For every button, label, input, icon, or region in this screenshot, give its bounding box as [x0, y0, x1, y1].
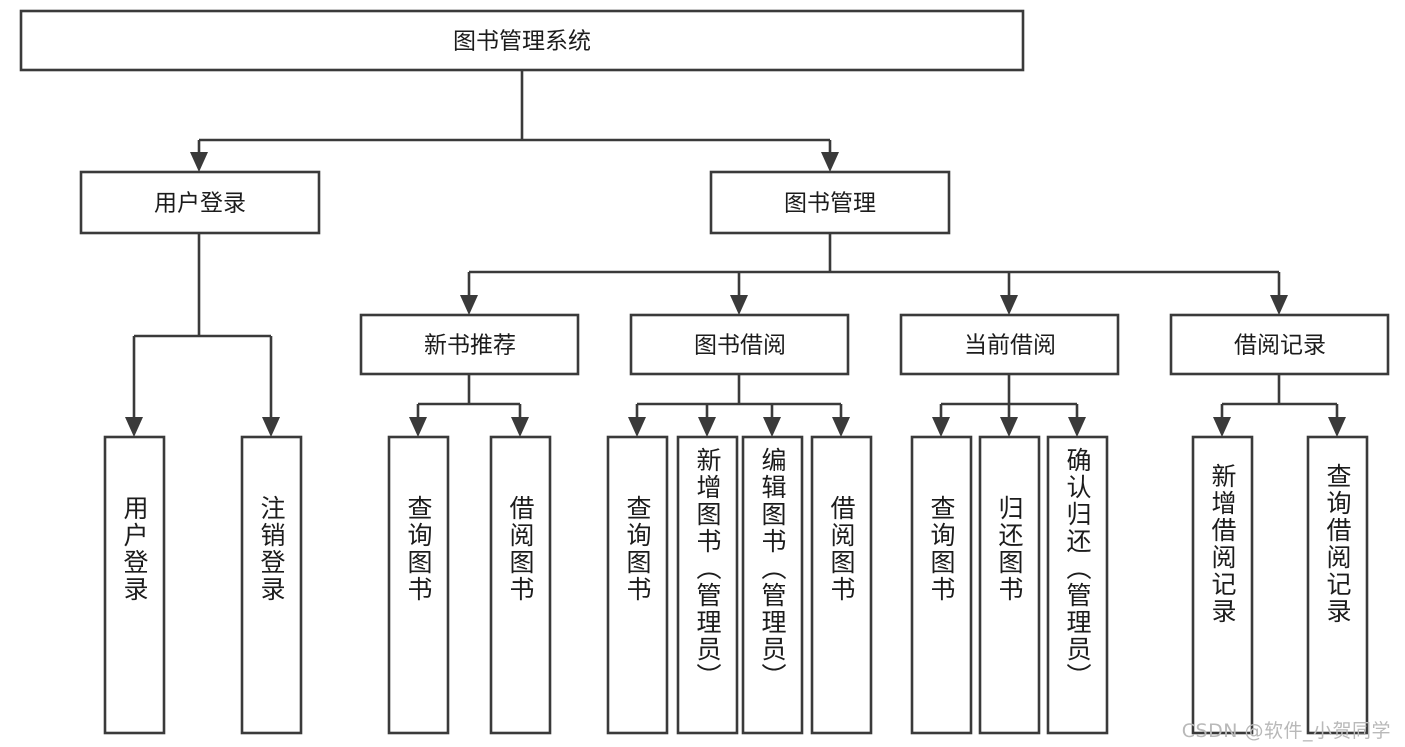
connector-group-book-borrow	[628, 374, 850, 437]
leaf-box-book-borrow-4[interactable]	[810, 435, 873, 735]
arrow-userlogin-leaf-1	[125, 417, 143, 437]
node-book-borrow-box	[629, 313, 850, 376]
arrow-borrowrecord-leaf-2	[1328, 417, 1346, 437]
arrow-bookmanage-to-record	[1270, 295, 1288, 315]
connector-group-root	[190, 70, 839, 172]
leaf-box-current-borrow-3[interactable]	[1046, 435, 1109, 735]
connector-group-current-borrow	[932, 374, 1086, 437]
connector-group-borrow-record	[1213, 374, 1346, 437]
node-book-manage[interactable]: 图书管理	[709, 170, 951, 235]
node-user-login-box	[79, 170, 321, 235]
arrow-newbook-leaf-2	[511, 417, 529, 437]
node-new-book-recommend-label: 新书推荐	[424, 333, 516, 359]
node-borrow-record-box	[1169, 313, 1390, 376]
leaf-box-borrow-record-1[interactable]	[1191, 435, 1254, 735]
node-new-book-recommend[interactable]: 新书推荐	[359, 313, 580, 376]
node-book-manage-label: 图书管理	[784, 191, 876, 217]
arrow-newbook-leaf-1	[409, 417, 427, 437]
node-book-borrow-label: 图书借阅	[694, 333, 786, 359]
node-current-borrow[interactable]: 当前借阅	[899, 313, 1120, 376]
node-current-borrow-box	[899, 313, 1120, 376]
node-book-borrow[interactable]: 图书借阅	[629, 313, 850, 376]
leaf-box-book-borrow-3[interactable]	[741, 435, 804, 735]
leaf-box-new-book-1[interactable]	[387, 435, 450, 735]
leaf-box-book-borrow-2[interactable]	[676, 435, 739, 735]
arrow-root-to-user-login	[190, 152, 208, 172]
node-root-system-box	[19, 9, 1025, 72]
connector-group-user-login	[125, 233, 280, 437]
leaf-boxes-user-login	[103, 435, 303, 735]
arrow-root-to-book-manage	[821, 152, 839, 172]
leaf-box-current-borrow-1[interactable]	[910, 435, 973, 735]
arrow-bookborrow-leaf-1	[628, 417, 646, 437]
leaf-box-user-login-1[interactable]	[103, 435, 166, 735]
arrow-bookborrow-leaf-3	[763, 417, 781, 437]
node-user-login[interactable]: 用户登录	[79, 170, 321, 235]
node-borrow-record-label: 借阅记录	[1234, 333, 1326, 359]
arrow-bookborrow-leaf-4	[832, 417, 850, 437]
node-user-login-label: 用户登录	[154, 191, 246, 217]
leaf-boxes-borrow-record	[1191, 435, 1369, 735]
leaf-box-borrow-record-2[interactable]	[1306, 435, 1369, 735]
arrow-currentborrow-leaf-1	[932, 417, 950, 437]
leaf-boxes-book-borrow	[606, 435, 873, 735]
arrow-borrowrecord-leaf-1	[1213, 417, 1231, 437]
arrow-currentborrow-leaf-3	[1068, 417, 1086, 437]
leaf-boxes-current-borrow	[910, 435, 1109, 735]
connector-group-new-book	[409, 374, 529, 437]
node-new-book-recommend-box	[359, 313, 580, 376]
leaf-boxes-new-book	[387, 435, 552, 735]
node-root-system-label: 图书管理系统	[453, 29, 591, 55]
leaf-box-user-login-2[interactable]	[240, 435, 303, 735]
node-root-system[interactable]: 图书管理系统	[19, 9, 1025, 72]
leaf-box-new-book-2[interactable]	[489, 435, 552, 735]
node-current-borrow-label: 当前借阅	[964, 333, 1056, 359]
arrow-userlogin-leaf-2	[262, 417, 280, 437]
arrow-bookmanage-to-new-book	[460, 295, 478, 315]
arrow-bookborrow-leaf-2	[698, 417, 716, 437]
arrow-currentborrow-leaf-2	[1000, 417, 1018, 437]
arrow-bookmanage-to-borrow	[730, 295, 748, 315]
leaf-box-current-borrow-2[interactable]	[978, 435, 1041, 735]
node-borrow-record[interactable]: 借阅记录	[1169, 313, 1390, 376]
node-book-manage-box	[709, 170, 951, 235]
connector-group-book-manage	[460, 233, 1288, 315]
leaf-box-book-borrow-1[interactable]	[606, 435, 669, 735]
arrow-bookmanage-to-current	[1000, 295, 1018, 315]
